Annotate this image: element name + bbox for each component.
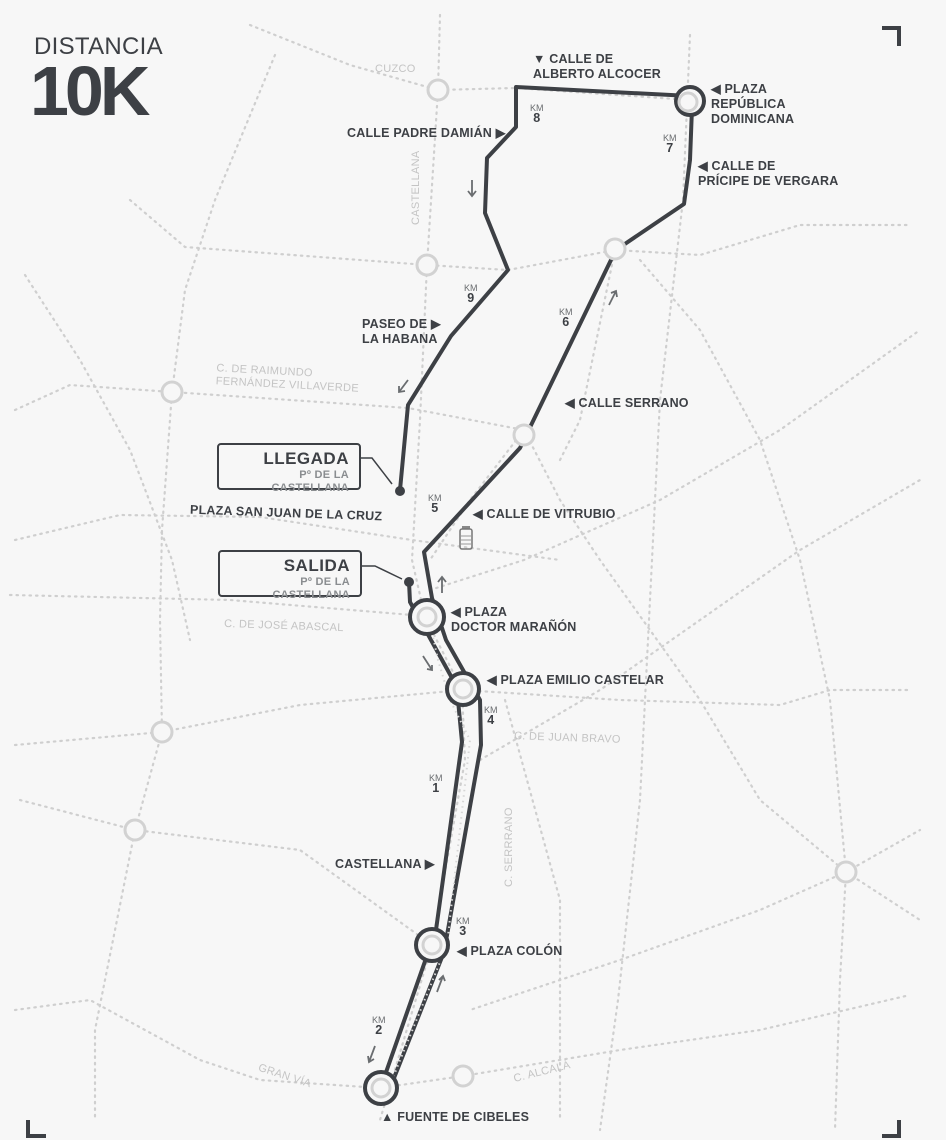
- route-return: [392, 85, 694, 1080]
- corner-marks: [26, 26, 901, 1138]
- distance-subtitle: DISTANCIA: [34, 33, 163, 60]
- arrow-icon: [436, 974, 446, 993]
- direction-arrows: [367, 180, 618, 1064]
- label-alberto-alcocer: ▼ CALLE DE ALBERTO ALCOCER: [533, 52, 661, 81]
- start-box: SALIDA Pº DE LA CASTELLANA: [218, 550, 362, 601]
- distance-title: 10K: [30, 52, 150, 130]
- arrow-icon: [422, 655, 433, 672]
- label-plaza-emilio-castelar: ◀ PLAZA EMILIO CASTELAR: [487, 673, 664, 687]
- label-plaza-colon: ◀ PLAZA COLÓN: [457, 944, 563, 958]
- label-plaza-republica-dominicana: ◀ PLAZA REPÚBLICA DOMINICANA: [711, 82, 795, 126]
- arrow-icon: [398, 379, 409, 394]
- street-label-serrano: C. SERRRANO: [503, 807, 515, 887]
- label-fuente-cibeles: ▲ FUENTE DE CIBELES: [381, 1110, 530, 1124]
- street-label-cuzco: CUZCO: [375, 63, 416, 75]
- arrow-icon: [467, 180, 477, 198]
- label-calle-serrano: ◀ CALLE SERRANO: [565, 396, 689, 410]
- finish-sublabel: Pº DE LA CASTELLANA: [271, 469, 349, 494]
- street-nodes: [123, 78, 858, 1088]
- street-label-castellana: CASTELLANA: [410, 150, 422, 225]
- finish-box: LLEGADA Pº DE LA CASTELLANA: [217, 443, 361, 494]
- label-principe-vergara: ◀ CALLE DE PRÍCIPE DE VERGARA: [698, 159, 839, 188]
- label-padre-damian: CALLE PADRE DAMIÁN ▶: [347, 126, 506, 140]
- arrow-icon: [437, 575, 447, 593]
- race-route: [360, 85, 706, 1106]
- label-plaza-doctor-maranon: ◀ PLAZA DOCTOR MARAÑÓN: [451, 605, 577, 634]
- label-calle-vitrubio: ◀ CALLE DE VITRUBIO: [473, 507, 616, 521]
- finish-label: LLEGADA: [263, 449, 349, 468]
- start-point: [404, 577, 414, 587]
- arrow-icon: [367, 1045, 376, 1064]
- start-sublabel: Pº DE LA CASTELLANA: [272, 576, 350, 601]
- label-paseo-habana: PASEO DE ▶ LA HABANA: [362, 317, 441, 346]
- water-bottle-icon: [459, 526, 473, 550]
- arrow-icon: [608, 289, 618, 306]
- finish-point: [395, 486, 405, 496]
- label-castellana: CASTELLANA ▶: [335, 857, 435, 871]
- start-label: SALIDA: [283, 556, 350, 575]
